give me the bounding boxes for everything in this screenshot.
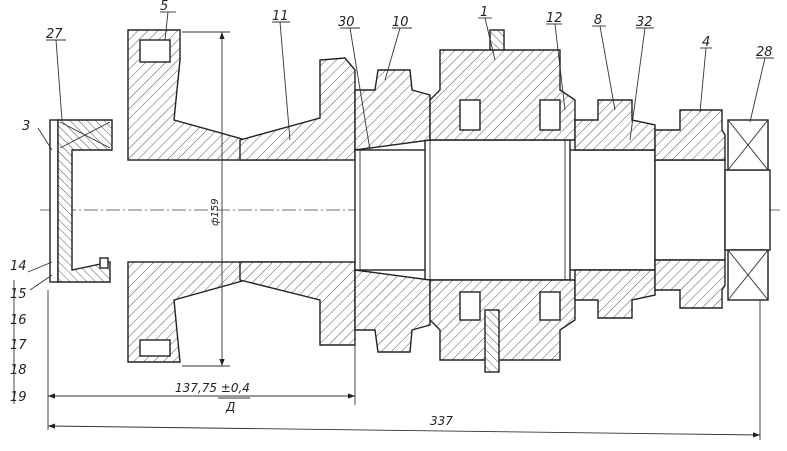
total-length-label: 337 bbox=[430, 414, 453, 428]
sleeve bbox=[128, 57, 356, 346]
callout-1: 1 bbox=[480, 5, 488, 20]
callout-leaders bbox=[13, 11, 774, 404]
gear-center bbox=[429, 29, 576, 373]
flange-hub bbox=[127, 29, 321, 363]
datum-letter: Д bbox=[225, 400, 235, 414]
diameter-label: ф159 bbox=[210, 198, 221, 226]
bearing-28 bbox=[727, 119, 769, 301]
callout-10: 10 bbox=[392, 15, 409, 30]
end-cap-left bbox=[49, 119, 113, 283]
total-length-dimension bbox=[47, 300, 761, 440]
callout-14: 14 bbox=[10, 259, 27, 274]
callout-17: 17 bbox=[10, 338, 27, 353]
gear-left bbox=[354, 69, 431, 353]
shaft bbox=[354, 139, 771, 281]
callout-32: 32 bbox=[636, 15, 653, 30]
callout-30: 30 bbox=[338, 15, 355, 30]
callout-3: 3 bbox=[22, 119, 30, 134]
callout-15: 15 bbox=[10, 287, 27, 302]
length-tolerance-label: 137,75 ±0,4 bbox=[175, 381, 250, 395]
callout-19: 19 bbox=[10, 390, 27, 405]
callout-12: 12 bbox=[546, 11, 563, 26]
callout-4: 4 bbox=[702, 35, 710, 50]
callout-27: 27 bbox=[46, 27, 63, 42]
length-dimension bbox=[47, 290, 356, 430]
callout-8: 8 bbox=[594, 13, 602, 28]
callout-11: 11 bbox=[272, 9, 289, 24]
gear-right-4 bbox=[654, 109, 726, 309]
diameter-dimension bbox=[182, 31, 230, 367]
callout-28: 28 bbox=[756, 45, 773, 60]
callout-5: 5 bbox=[160, 0, 168, 14]
callout-16: 16 bbox=[10, 313, 27, 328]
callout-18: 18 bbox=[10, 363, 27, 378]
